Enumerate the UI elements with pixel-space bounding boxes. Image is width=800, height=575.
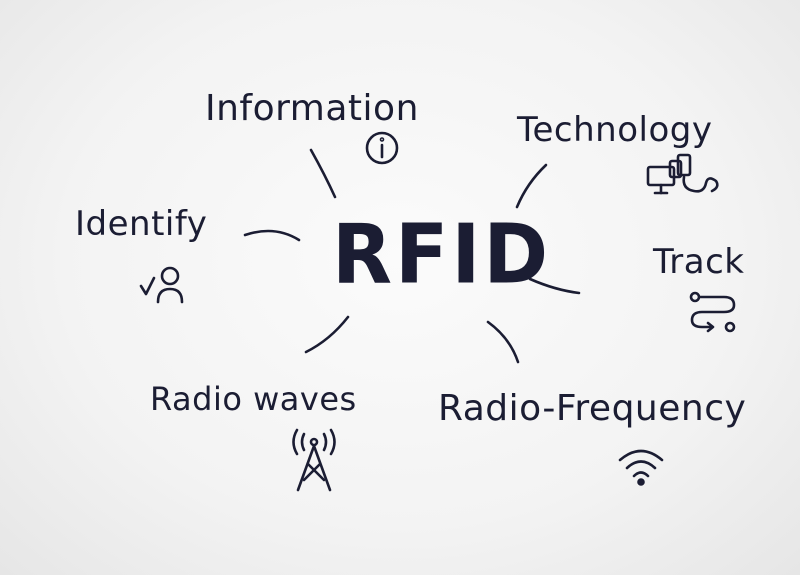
label-technology: Technology	[517, 110, 713, 150]
connector-information	[309, 148, 337, 199]
label-information: Information	[205, 88, 419, 129]
computer-devices-icon	[646, 153, 719, 195]
route-icon	[689, 291, 736, 333]
info-icon	[365, 131, 399, 165]
connector-radio-frequency	[486, 320, 520, 364]
center-title: RFID	[332, 207, 552, 303]
label-radio-frequency: Radio-Frequency	[438, 388, 747, 429]
label-radio-waves: Radio waves	[150, 380, 357, 418]
label-track: Track	[653, 242, 745, 282]
person-check-icon	[139, 266, 184, 304]
label-identify: Identify	[75, 204, 208, 244]
connector-identify	[243, 229, 301, 242]
wifi-signal-icon	[618, 449, 664, 486]
radio-tower-icon	[292, 428, 336, 492]
connector-technology	[515, 163, 548, 209]
connector-radio-waves	[304, 315, 350, 354]
connector-track	[528, 277, 581, 295]
